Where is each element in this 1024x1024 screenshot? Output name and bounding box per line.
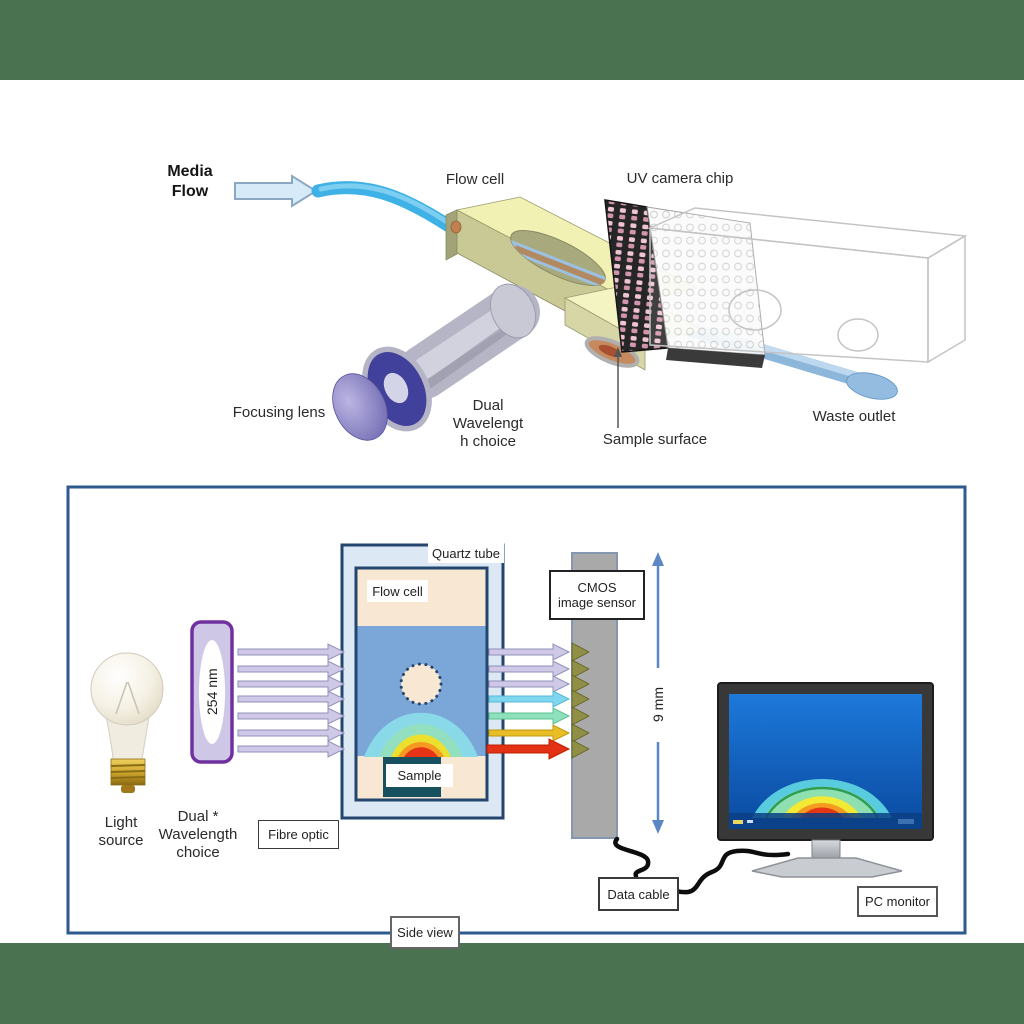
waste-outlet-tube-end: [846, 372, 898, 400]
dual-wavelength-3d-line3: h choice: [460, 433, 516, 450]
cmos-label-line2: image sensor: [557, 595, 637, 610]
fluorescence-mound: [364, 712, 478, 757]
focusing-lens-label: Focusing lens: [232, 404, 326, 421]
dual-wavelength-3d-line2: Wavelengt: [452, 415, 524, 432]
dual-wavelength-3d-label: Dual Wavelengt h choice: [440, 397, 536, 451]
side-view-label: Side view: [390, 916, 460, 949]
dual-wavelength-line1: Dual *: [177, 808, 219, 825]
monitor-screen-heatmap: [729, 779, 922, 829]
light-bulb-icon: [90, 652, 164, 793]
data-cable-wire: [613, 836, 791, 895]
pc-monitor-label: PC monitor: [857, 886, 938, 917]
wireframe-housing: [647, 207, 968, 364]
pc-monitor-graphic: [717, 682, 934, 878]
light-source-line2: source: [98, 832, 144, 849]
uv-camera-chip-label: UV camera chip: [626, 170, 734, 187]
dual-wavelength-line3: choice: [176, 844, 220, 861]
light-source-line1: Light: [104, 814, 138, 831]
dimension-arrow: [652, 552, 664, 834]
dotted-bubble: [399, 662, 443, 706]
data-cable-label: Data cable: [598, 877, 679, 911]
wavelength-filter: [190, 620, 234, 764]
light-source-label: Light source: [88, 814, 154, 850]
dual-wavelength-3d-line1: Dual: [472, 397, 504, 414]
uv-camera-chip-3d: [604, 199, 766, 368]
dual-wavelength-label: Dual * Wavelength choice: [150, 808, 246, 862]
quartz-tube-label: Quartz tube: [428, 543, 504, 563]
waste-outlet-label: Waste outlet: [812, 408, 896, 425]
dimension-9mm-label: 9 mm: [645, 669, 671, 741]
cmos-label-line1: CMOS: [577, 580, 617, 595]
bottom-green-band: [0, 943, 1024, 1024]
flow-cell-3d-label: Flow cell: [445, 171, 505, 188]
sample-surface-label: Sample surface: [602, 431, 708, 448]
cmos-sensor-label: CMOS image sensor: [549, 570, 645, 620]
media-inlet-tube: [311, 181, 465, 239]
top-green-band: [0, 0, 1024, 80]
fibre-optic-label: Fibre optic: [258, 820, 339, 849]
sample-surface-pointer: [614, 347, 622, 428]
media-flow-line2: Flow: [171, 183, 209, 200]
flow-cell-label: Flow cell: [367, 580, 428, 602]
media-flow-arrow: [234, 174, 318, 208]
dual-wavelength-line2: Wavelength: [158, 826, 238, 843]
filter-254nm-label: 254 nm: [204, 668, 220, 716]
media-flow-label: Media Flow: [150, 162, 230, 202]
media-flow-line1: Media: [167, 163, 213, 180]
focusing-lens-3d: [332, 283, 540, 441]
sample-label: Sample: [386, 764, 453, 787]
